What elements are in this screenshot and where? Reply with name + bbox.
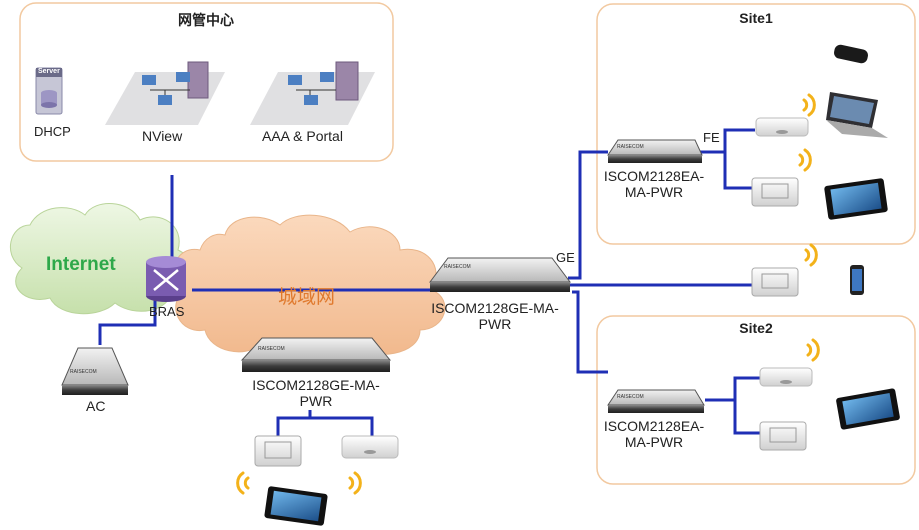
tablet-icon — [264, 486, 328, 526]
ap-ceiling-icon — [341, 435, 399, 459]
site2-title: Site2 — [739, 320, 773, 336]
ap-outdoor-icon — [751, 267, 799, 297]
aaa-portal-network-icon — [250, 61, 375, 125]
site2-switch-icon — [607, 389, 705, 413]
wifi-icon — [802, 93, 816, 117]
link-core-site1 — [568, 150, 608, 280]
server-badge: Server — [38, 68, 60, 75]
link-site1-aps — [700, 128, 755, 190]
metro-network-label: 城域网 — [278, 287, 336, 308]
nview-label: NView — [142, 128, 183, 144]
ac-switch-icon — [61, 347, 129, 395]
wifi-icon — [236, 471, 250, 495]
nview-network-icon — [105, 61, 225, 125]
dongle-icon — [834, 44, 868, 64]
smartphone-icon — [850, 265, 864, 295]
wifi-icon — [348, 471, 362, 495]
brand-label: RAISECOM — [258, 346, 285, 352]
site1-switch-label: ISCOM2128EA-MA-PWR — [603, 168, 705, 200]
wifi-icon — [806, 338, 820, 362]
ac-label: AC — [86, 398, 106, 414]
access-switch-icon — [240, 337, 392, 372]
internet-label: Internet — [46, 254, 116, 275]
site2-panel — [596, 315, 916, 485]
brand-label: RAISECOM — [617, 144, 644, 150]
ap-outdoor-icon — [254, 435, 302, 467]
ge-link-label: GE — [556, 250, 575, 265]
aaa-portal-label: AAA & Portal — [262, 128, 343, 144]
ap-outdoor-icon — [759, 421, 807, 451]
fe-link-label: FE — [703, 130, 720, 145]
site1-switch-icon — [607, 139, 703, 163]
site1-title: Site1 — [739, 10, 773, 26]
dhcp-label: DHCP — [34, 124, 71, 139]
tablet-icon — [824, 178, 888, 220]
nms-center-title: 网管中心 — [178, 12, 234, 28]
core-switch-label: ISCOM2128GE-MA-PWR — [431, 300, 559, 332]
brand-label: RAISECOM — [444, 264, 471, 270]
brand-label: RAISECOM — [70, 369, 97, 375]
metro-cloud — [173, 214, 446, 360]
dhcp-server-icon — [35, 67, 63, 115]
ap-outdoor-icon — [751, 177, 799, 207]
bras-router-icon — [146, 256, 186, 302]
link-site2-aps — [705, 376, 760, 435]
link-bras-ac — [98, 300, 157, 345]
access-switch-label: ISCOM2128GE-MA-PWR — [252, 377, 380, 409]
ap-ceiling-icon — [755, 117, 809, 137]
tablet-icon — [836, 388, 900, 430]
brand-label: RAISECOM — [617, 394, 644, 400]
wifi-icon — [804, 243, 818, 267]
core-switch-icon — [429, 257, 571, 292]
bras-label: BRAS — [149, 304, 185, 319]
links — [98, 128, 760, 436]
wifi-signals — [236, 93, 820, 495]
laptop-icon — [826, 92, 888, 138]
wifi-icon — [798, 148, 812, 172]
link-core-site2 — [572, 290, 608, 374]
site2-switch-label: ISCOM2128EA-MA-PWR — [603, 418, 705, 450]
ap-ceiling-icon — [759, 367, 813, 387]
link-access-aps — [276, 410, 374, 436]
